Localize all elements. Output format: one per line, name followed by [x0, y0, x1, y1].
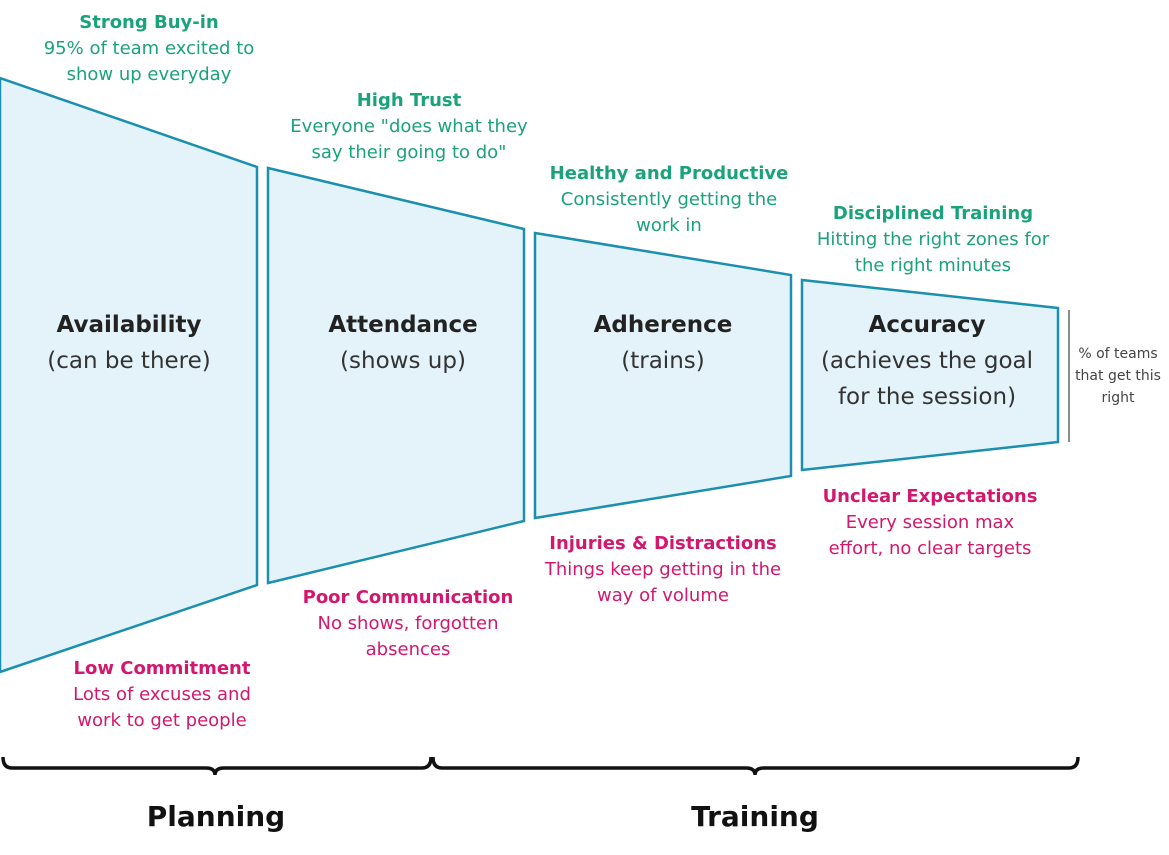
phase-training-label: Training [691, 800, 819, 833]
training-bracket [431, 756, 1080, 776]
positive-label-accuracy: Disciplined Training Hitting the right z… [813, 201, 1053, 279]
negative-text: No shows, forgotten absences [317, 613, 499, 660]
stage-attendance-shape [266, 166, 526, 585]
side-note: % of teams that get this right [1075, 346, 1161, 406]
positive-text: Hitting the right zones for the right mi… [816, 229, 1050, 276]
positive-title: High Trust [356, 90, 462, 111]
stage-name: Attendance [328, 312, 478, 338]
negative-title: Injuries & Distractions [549, 533, 777, 554]
stage-name: Adherence [593, 312, 733, 338]
negative-label-accuracy: Unclear Expectations Every session max e… [823, 484, 1038, 562]
stage-desc: (achieves the goal for the session) [820, 348, 1034, 410]
stage-accuracy-shape [800, 278, 1060, 472]
stage-adherence-label: Adherence (trains) [594, 307, 733, 379]
stage-accuracy-label: Accuracy (achieves the goal for the sess… [802, 307, 1052, 415]
stage-name: Accuracy [868, 312, 986, 338]
negative-text: Things keep getting in the way of volume [544, 559, 782, 606]
positive-text: Everyone "does what they say their going… [290, 116, 528, 163]
positive-label-availability: Strong Buy-in 95% of team excited to sho… [34, 10, 264, 88]
stage-availability-label: Availability (can be there) [47, 307, 210, 379]
phase-planning-label: Planning [146, 800, 286, 833]
positive-title: Strong Buy-in [79, 12, 219, 33]
positive-label-attendance: High Trust Everyone "does what they say … [289, 88, 529, 166]
stage-adherence-shape [533, 231, 793, 520]
positive-title: Disciplined Training [832, 203, 1034, 224]
stage-desc: (trains) [621, 348, 705, 374]
negative-label-availability: Low Commitment Lots of excuses and work … [62, 656, 262, 734]
negative-title: Unclear Expectations [822, 486, 1038, 507]
stage-desc: (can be there) [47, 348, 211, 374]
negative-text: Lots of excuses and work to get people [73, 684, 251, 731]
positive-label-adherence: Healthy and Productive Consistently gett… [549, 161, 789, 239]
negative-text: Every session max effort, no clear targe… [828, 512, 1032, 559]
positive-text: 95% of team excited to show up everyday [43, 38, 255, 85]
negative-title: Poor Communication [302, 587, 514, 608]
planning-bracket [1, 756, 433, 776]
negative-title: Low Commitment [73, 658, 251, 679]
positive-title: Healthy and Productive [549, 163, 789, 184]
stage-name: Availability [56, 312, 202, 338]
negative-label-attendance: Poor Communication No shows, forgotten a… [301, 585, 516, 663]
negative-label-adherence: Injuries & Distractions Things keep gett… [543, 531, 783, 609]
stage-attendance-label: Attendance (shows up) [328, 307, 477, 379]
positive-text: Consistently getting the work in [560, 189, 778, 236]
stage-availability-shape [0, 76, 259, 674]
stage-desc: (shows up) [340, 348, 466, 374]
